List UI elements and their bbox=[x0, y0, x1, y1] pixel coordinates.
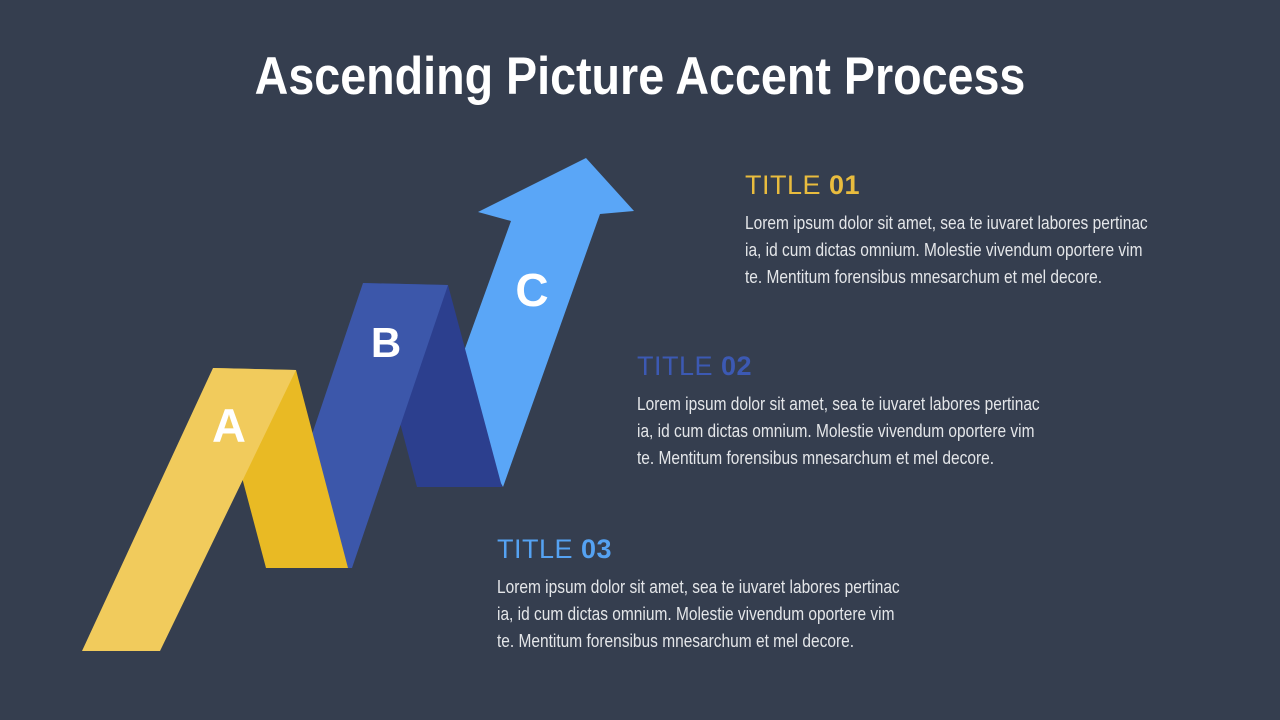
segment-c-letter: C bbox=[515, 264, 548, 316]
item-3-title-label: TITLE bbox=[497, 534, 574, 564]
segment-b-letter: B bbox=[371, 319, 401, 366]
process-item-1: TITLE 01 Lorem ipsum dolor sit amet, sea… bbox=[745, 170, 1235, 291]
item-3-body: Lorem ipsum dolor sit amet, sea te iuvar… bbox=[497, 577, 900, 651]
item-1-title-label: TITLE bbox=[745, 170, 822, 200]
item-3-title: TITLE 03 bbox=[497, 534, 987, 564]
item-1-title-number: 01 bbox=[829, 170, 861, 200]
item-1-body: Lorem ipsum dolor sit amet, sea te iuvar… bbox=[745, 213, 1148, 287]
process-item-2: TITLE 02 Lorem ipsum dolor sit amet, sea… bbox=[637, 351, 1127, 472]
arrow-c-shape bbox=[450, 158, 634, 487]
slide-title: Ascending Picture Accent Process bbox=[254, 47, 1026, 106]
item-2-title-number: 02 bbox=[721, 351, 753, 381]
item-2-title-label: TITLE bbox=[637, 351, 714, 381]
item-2-body: Lorem ipsum dolor sit amet, sea te iuvar… bbox=[637, 394, 1040, 468]
segment-a-front-face bbox=[82, 368, 296, 651]
item-1-title: TITLE 01 bbox=[745, 170, 1235, 200]
process-item-3: TITLE 03 Lorem ipsum dolor sit amet, sea… bbox=[497, 534, 987, 655]
segment-a-letter: A bbox=[212, 399, 246, 452]
item-3-title-number: 03 bbox=[581, 534, 613, 564]
item-2-title: TITLE 02 bbox=[637, 351, 1127, 381]
